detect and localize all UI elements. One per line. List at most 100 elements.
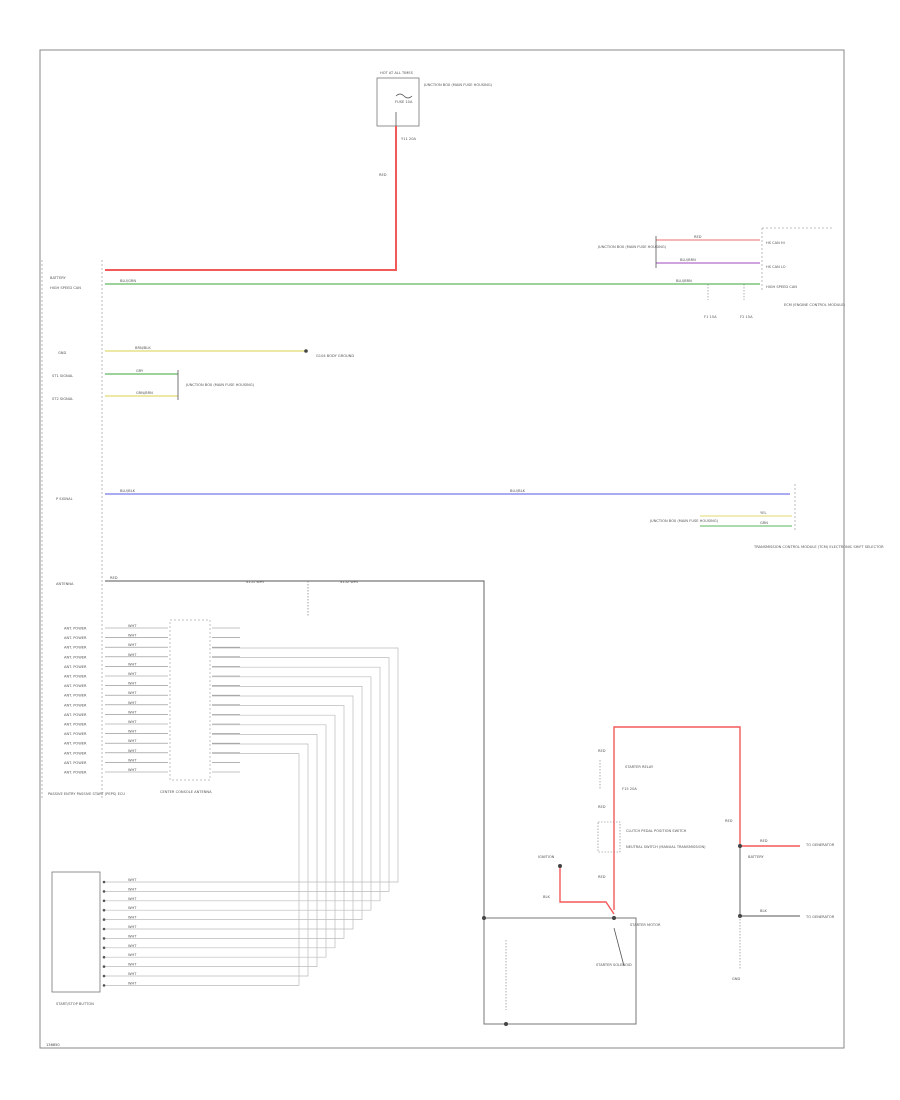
top-fuse-fuse-label: FUSE 10A [395, 100, 413, 104]
gnd-target-label: G104 BODY GROUND [316, 354, 354, 358]
button-pin-terminal [102, 899, 106, 903]
ecm-pin-hs-lo: HS CAN LO [766, 265, 786, 269]
st2-wire-label: GRN/BRN [136, 391, 153, 395]
starter-wire-label-4: RED [725, 819, 733, 823]
starter-wire-label-1: RED [598, 749, 606, 753]
ecm-name: ECM (ENGINE CONTROL MODULE) [784, 303, 846, 307]
button-pin-label: WHT [128, 981, 137, 985]
can-wire-label-right: BLU/BRN [676, 279, 692, 283]
module-pin-label-st2: ST2 SIGNAL [52, 397, 73, 401]
trans-sub-connector-label: JUNCTION BOX (MAIN FUSE HOUSING) [649, 519, 719, 523]
ecm-wire-pink-label: RED [694, 235, 702, 239]
button-pin-terminal [102, 918, 106, 921]
antenna-pin-label: ANT. POWER [64, 636, 87, 640]
antenna-splice-label-1: S151 WHT [246, 580, 266, 584]
start-stop-button-name: START/STOP BUTTON [56, 1002, 94, 1006]
antenna-pin-label: ANT. POWER [64, 684, 87, 688]
diagram-code: 136850 [46, 1043, 60, 1047]
antenna-pin-wire-label: WHT [128, 691, 137, 695]
bus-line [104, 705, 345, 939]
antenna-pin-wire-label: WHT [128, 624, 137, 628]
button-pin-label: WHT [128, 906, 137, 910]
starter-terminal-right [612, 916, 616, 920]
antenna-bus-lines [104, 647, 399, 986]
antenna-unit-name: CENTER CONSOLE ANTENNA [160, 790, 212, 794]
antenna-pin-wire-label: WHT [128, 768, 137, 772]
antenna-pin-wire-label: WHT [128, 739, 137, 743]
ecm-connector: HS CAN HI HS CAN LO HIGH SPEED CAN ECM (… [761, 227, 846, 307]
battery-ground-label: GND [732, 977, 740, 981]
bus-line [104, 724, 327, 958]
module-pin-label-p: P SIGNAL [56, 497, 73, 501]
antenna-pin-label: ANT. POWER [64, 771, 87, 775]
top-fuse-name: JUNCTION BOX (MAIN FUSE HOUSING) [423, 83, 493, 87]
button-pin-label: WHT [128, 944, 137, 948]
antenna-pin-label: ANT. POWER [64, 627, 87, 631]
antenna-pin-label: ANT. POWER [64, 703, 87, 707]
bus-line [104, 666, 381, 902]
starter-motor-name: STARTER MOTOR [630, 923, 661, 927]
antenna-pin-label: ANT. POWER [64, 751, 87, 755]
bus-line [104, 657, 390, 892]
antenna-pin-label: ANT. POWER [64, 675, 87, 679]
bus-line [104, 753, 300, 986]
battery-to-generator-2: TO GENERATOR [805, 915, 835, 919]
trans-sub-wire-yellow-label: YEL [760, 511, 766, 515]
starter-supply-wire-red [613, 726, 741, 910]
ecm-fuse-label-1: F1 15A [704, 315, 717, 319]
antenna-pin-wire-label: WHT [128, 710, 137, 714]
antenna-pin-wire-label: WHT [128, 730, 137, 734]
antenna-pin-wire-label: WHT [128, 662, 137, 666]
bus-line [104, 686, 363, 920]
center-console-antenna: CENTER CONSOLE ANTENNA [160, 619, 212, 794]
module-pin-label-antenna: ANTENNA [56, 582, 74, 586]
antenna-pin-wire-label: WHT [128, 634, 137, 638]
button-pin-terminal [102, 890, 106, 893]
antenna-pin-label: ANT. POWER [64, 694, 87, 698]
bus-line [104, 714, 336, 949]
antenna-pin-wire-label: WHT [128, 682, 137, 686]
module-pin-label-can: HIGH SPEED CAN [50, 286, 81, 290]
button-pin-terminal [102, 880, 106, 884]
bus-line [104, 676, 372, 911]
ignition-wire-label: BLK [543, 895, 550, 899]
clutch-switch-name: CLUTCH PEDAL POSITION SWITCH [626, 829, 687, 833]
battery-wire-red [105, 126, 397, 271]
antenna-pin-label: ANT. POWER [64, 646, 87, 650]
start-stop-button: START/STOP BUTTON [51, 871, 101, 1006]
antenna-pin-label: ANT. POWER [64, 742, 87, 746]
bus-line [104, 647, 399, 883]
antenna-header-wire-label: RED [110, 576, 118, 580]
starter-circuit: STARTER RELAY F15 20A CLUTCH PEDAL POSIT… [482, 726, 835, 1026]
ignition-terminal [558, 864, 562, 868]
bus-line [104, 695, 354, 930]
antenna-header-wire [105, 580, 485, 918]
starter-relay-name: STARTER RELAY [625, 765, 654, 769]
button-pin-terminal [102, 955, 106, 959]
antenna-pin-rows: ANT. POWER WHT ANT. POWER WHT ANT. POWER WHT A… [64, 624, 240, 775]
top-fuse-box: HOT AT ALL TIMES JUNCTION BOX (MAIN FUSE… [376, 71, 493, 141]
button-pin-label: WHT [128, 925, 137, 929]
ecm-wire-purple-label: BLU/BRN [680, 258, 696, 262]
starter-motor-sub: STARTER SOLENOID [596, 963, 632, 967]
gnd-wire-label: BRN/BLK [135, 346, 151, 350]
antenna-pin-label: ANT. POWER [64, 723, 87, 727]
starter-motor-box [483, 917, 637, 1025]
button-pin-label: WHT [128, 972, 137, 976]
button-pin-label: WHT [128, 887, 137, 891]
button-pin-terminal [102, 974, 106, 978]
st-target-label: JUNCTION BOX (MAIN FUSE HOUSING) [185, 383, 255, 387]
starter-wire-label-2: RED [598, 805, 606, 809]
module-pin-label-battery: BATTERY [50, 276, 67, 280]
antenna-pin-wire-label: WHT [128, 643, 137, 647]
battery-to-generator-1: TO GENERATOR [805, 843, 835, 847]
antenna-pin-label: ANT. POWER [64, 732, 87, 736]
bus-line [104, 743, 309, 977]
clutch-switch-box [597, 821, 621, 853]
button-pin-terminal [102, 965, 106, 968]
p-signal-wire-label-left: BLU/BLK [120, 489, 136, 493]
antenna-pin-wire-label: WHT [128, 758, 137, 762]
button-pin-terminal [102, 927, 106, 931]
starter-relay-fuse: F15 20A [622, 787, 637, 791]
